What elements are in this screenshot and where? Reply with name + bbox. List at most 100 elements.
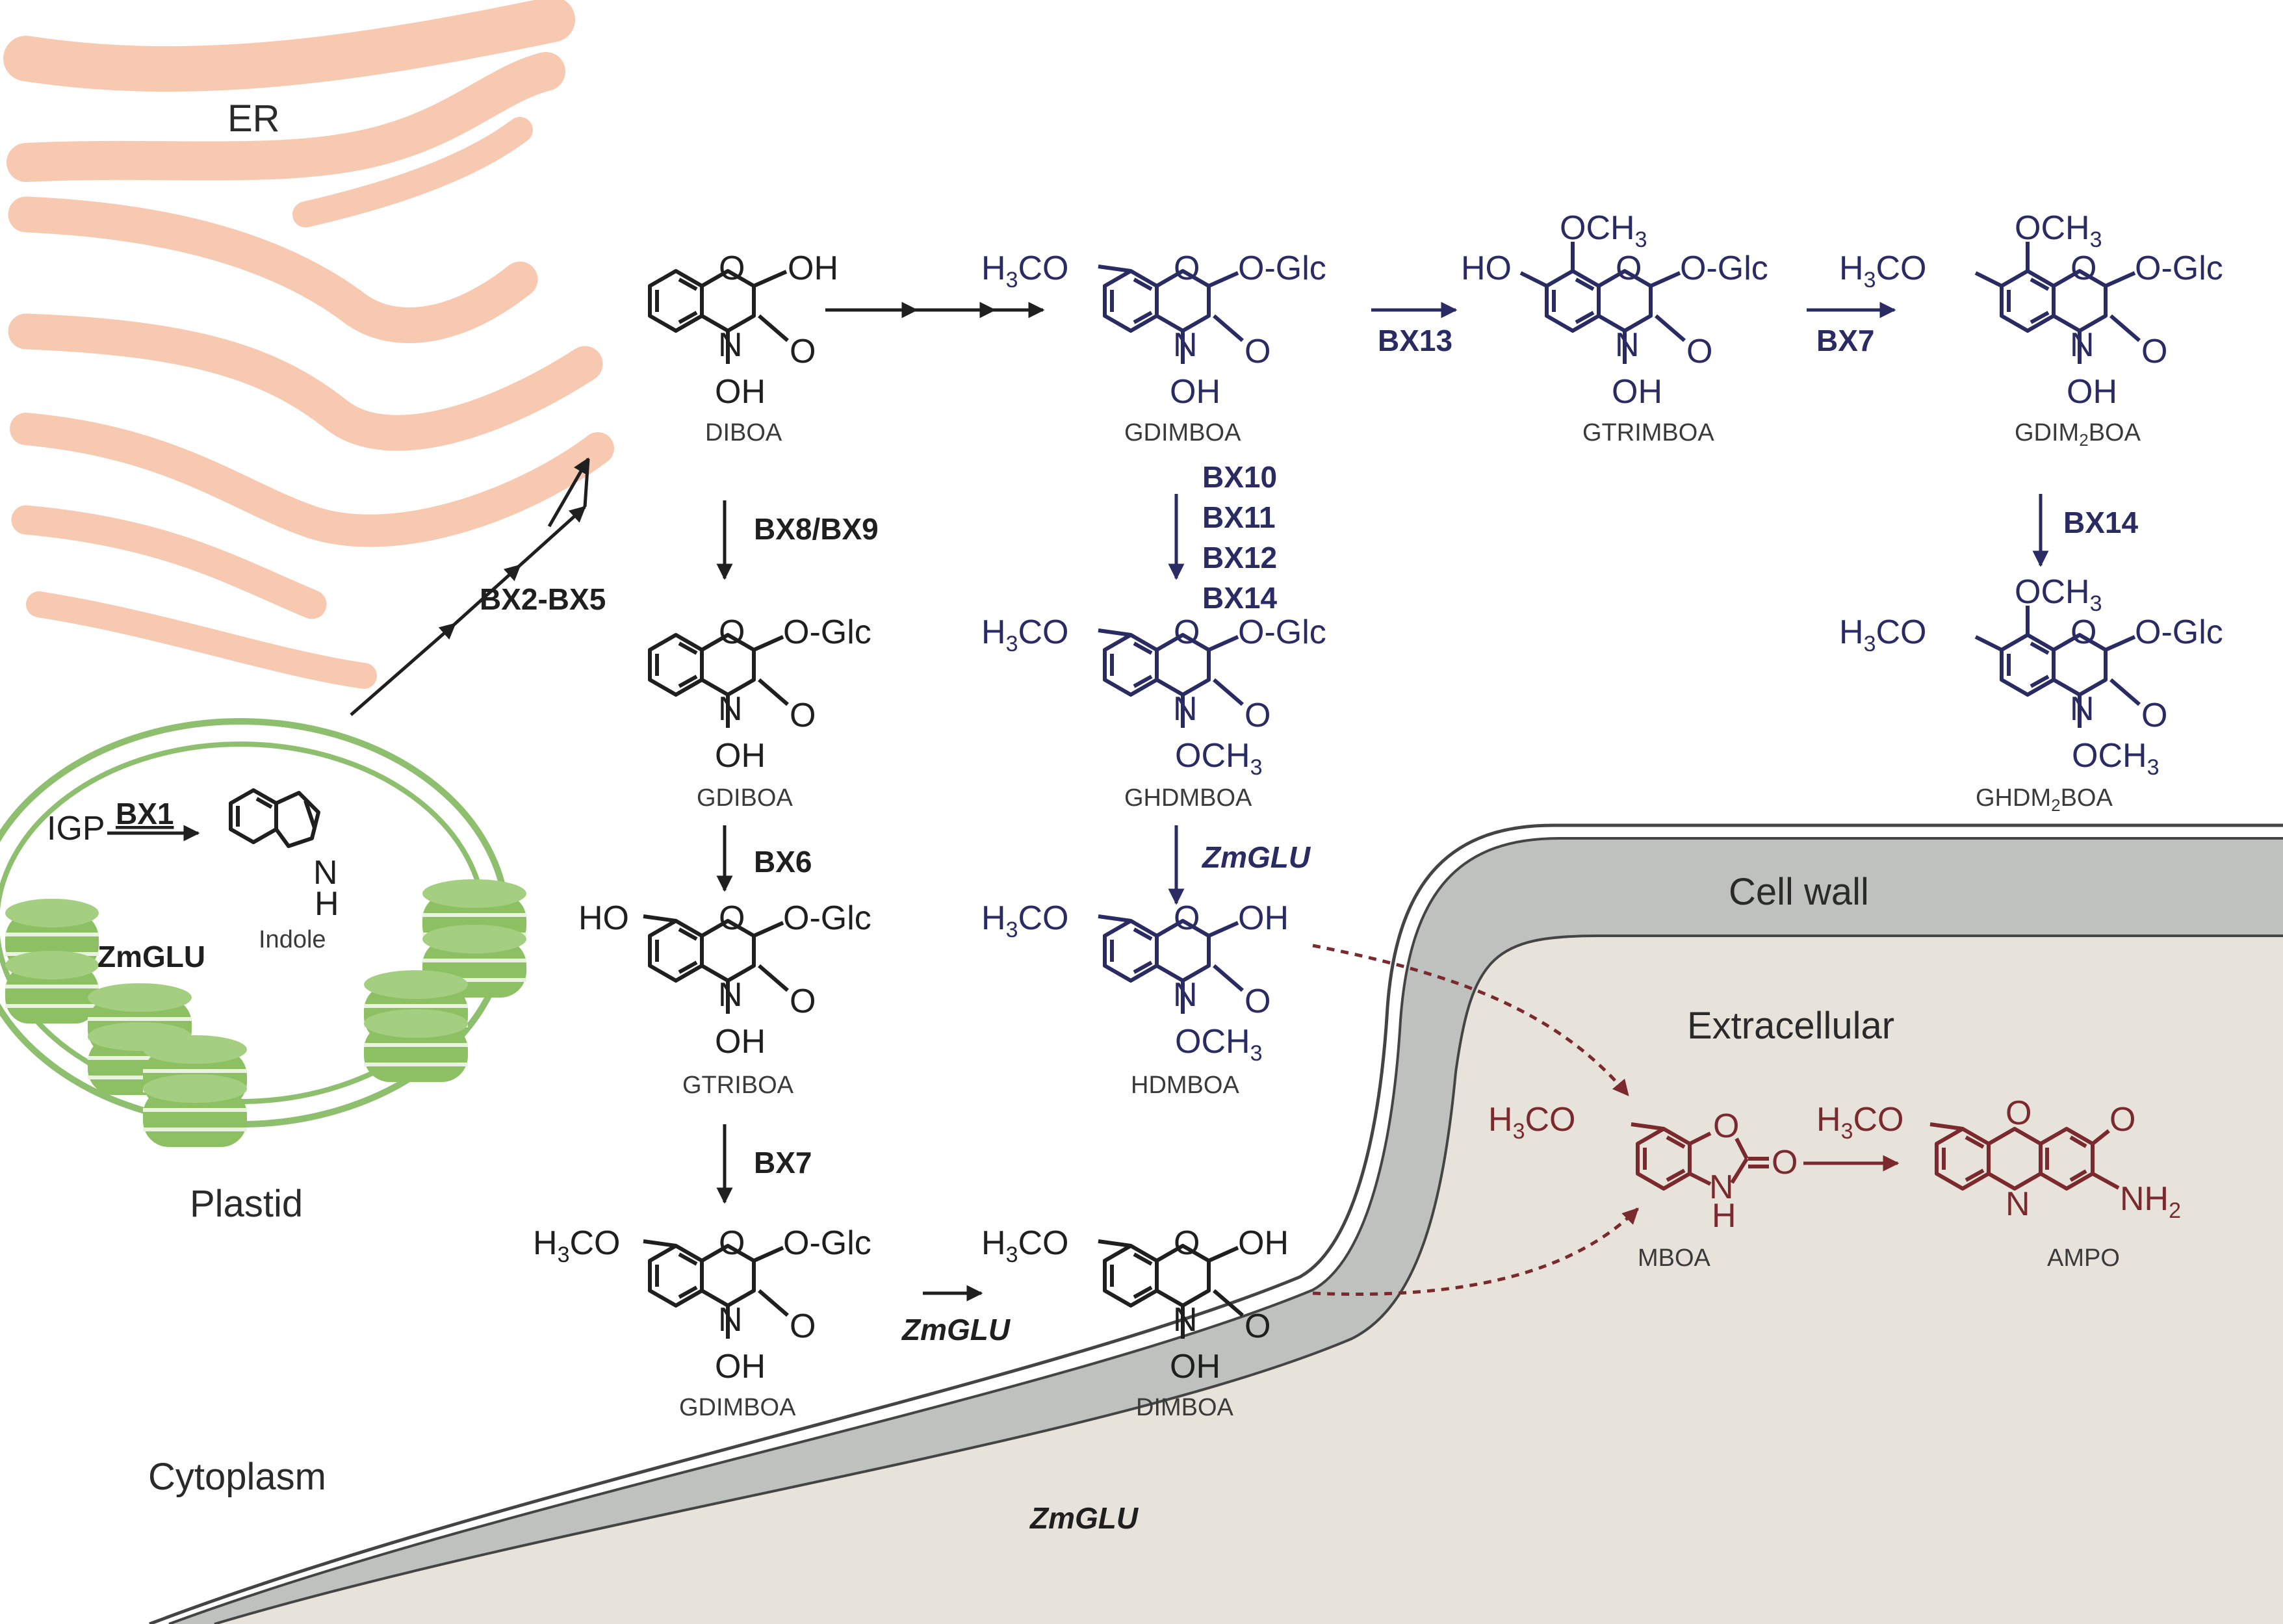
gdimboa-black-o-ring: O (719, 1224, 745, 1262)
bx12-label: BX12 (1202, 541, 1277, 574)
indole-name: Indole (259, 926, 326, 953)
diboa-structure (648, 269, 789, 364)
ghdmboa-o-ring: O (1174, 613, 1200, 651)
bx2-bx5-arrow-2 (454, 564, 521, 625)
diboa-n-atom: N (718, 326, 743, 364)
dimboa-h3co: H3CO (981, 1224, 1069, 1267)
ghdm2boa-n-atom: N (2070, 690, 2095, 728)
ampo-structure (1929, 1122, 2120, 1191)
dimboa-o-carbonyl: O (1245, 1308, 1270, 1345)
igp-label: IGP (47, 810, 105, 847)
diboa-oh-top: OH (788, 250, 838, 287)
mboa-o-ring: O (1713, 1107, 1739, 1145)
ghdmboa-oglc: O-Glc (1238, 613, 1326, 651)
dimboa-n-atom: N (1173, 1301, 1198, 1339)
hdmboa-o-ring: O (1174, 899, 1200, 937)
gdimboa-navy-oglc: O-Glc (1238, 250, 1326, 287)
mboa-n-atom: N (1709, 1168, 1734, 1206)
zmglu-black-label: ZmGLU (901, 1313, 1011, 1347)
gdiboa-name: GDIBOA (697, 784, 793, 812)
gdimboa-black-oh-n: OH (715, 1348, 766, 1386)
gtrimboa-oh-n: OH (1612, 373, 1662, 411)
bx13-label: BX13 (1378, 324, 1452, 357)
hdmboa-name: HDMBOA (1131, 1072, 1239, 1099)
bx14-right-label: BX14 (2063, 506, 2138, 539)
indole-h-atom: H (315, 885, 339, 923)
cell-wall-outer-line (168, 837, 2283, 1624)
ghdmboa-structure (1098, 628, 1244, 728)
gtrimboa-name: GTRIMBOA (1582, 419, 1714, 446)
bx2-bx5-arrow-5 (547, 457, 590, 528)
gdimboa-navy-h3co: H3CO (981, 250, 1069, 292)
gtriboa-name: GTRIBOA (682, 1072, 794, 1099)
gdimboa-navy-oh-n: OH (1170, 373, 1220, 411)
ghdmboa-och3: OCH3 (1175, 737, 1262, 780)
gtriboa-structure (643, 914, 789, 1014)
gtriboa-oglc: O-Glc (783, 899, 871, 937)
ghdm2boa-name: GHDM2BOA (1976, 784, 2113, 815)
cell-wall-inner-line (214, 934, 2283, 1624)
gdimboa-black-name: GDIMBOA (679, 1394, 796, 1421)
mboa-o-carbonyl: O (1772, 1144, 1798, 1181)
dimboa-o-ring: O (1174, 1224, 1200, 1262)
gdim2boa-oh-n: OH (2067, 373, 2117, 411)
gdiboa-n-atom: N (718, 690, 743, 728)
gdimboa-navy-n-atom: N (1173, 326, 1198, 364)
ghdmboa-o-carbonyl: O (1245, 697, 1270, 734)
bx10-label: BX10 (1202, 460, 1277, 494)
gdim2boa-och3: OCH3 (2015, 209, 2102, 252)
gdimboa-black-h3co: H3CO (533, 1224, 621, 1267)
gdimboa-navy-name: GDIMBOA (1124, 419, 1241, 446)
ghdm2boa-structure (1974, 606, 2141, 728)
gdimboa-black-o-carbonyl: O (790, 1308, 816, 1345)
ghdm2boa-o-ring: O (2070, 613, 2096, 651)
dimboa-oh-top: OH (1238, 1224, 1289, 1262)
hdmboa-o-carbonyl: O (1245, 983, 1270, 1020)
gdim2boa-name: GDIM2BOA (2015, 419, 2141, 450)
ghdm2boa-och3-top: OCH3 (2015, 573, 2102, 616)
gdim2boa-oglc: O-Glc (2135, 250, 2223, 287)
indole-n-atom: N (313, 854, 338, 892)
cell-wall (169, 838, 2283, 1624)
ghdmboa-name: GHDMBOA (1124, 784, 1252, 812)
zmglu-navy-label: ZmGLU (1201, 840, 1311, 874)
gdimboa-black-oglc: O-Glc (783, 1224, 871, 1262)
plastid-label: Plastid (190, 1183, 303, 1225)
endoplasmic-reticulum (3, 0, 614, 689)
ampo-nh2: NH2 (2120, 1180, 2181, 1223)
ampo-name: AMPO (2047, 1244, 2120, 1272)
gtriboa-o-ring: O (719, 899, 745, 937)
ampo-o-keto: O (2109, 1101, 2135, 1139)
diboa-o-ring: O (719, 250, 745, 287)
ghdmboa-h3co: H3CO (981, 613, 1069, 656)
extracellular-region (214, 936, 2283, 1624)
gtrimboa-oglc: O-Glc (1680, 250, 1768, 287)
er-label: ER (227, 97, 280, 140)
gdim2boa-n-atom: N (2070, 326, 2095, 364)
cytoplasm-label: Cytoplasm (148, 1456, 326, 1498)
mboa-h3co: H3CO (1488, 1101, 1576, 1144)
extracellular-label: Extracellular (1687, 1005, 1894, 1047)
bx6-label: BX6 (754, 845, 812, 879)
gdimboa-navy-o-ring: O (1174, 250, 1200, 287)
ghdm2boa-o-carbonyl: O (2141, 697, 2167, 734)
dimboa-name: DIMBOA (1136, 1394, 1234, 1421)
dimboa-oh-n: OH (1170, 1348, 1220, 1386)
gdimboa-black-n-atom: N (718, 1301, 743, 1339)
ampo-o-ring: O (2006, 1094, 2031, 1132)
gtrimboa-och3: OCH3 (1560, 209, 1647, 252)
gdiboa-oglc: O-Glc (783, 613, 871, 651)
gdiboa-oh-n: OH (715, 737, 766, 775)
diboa-o-carbonyl: O (790, 333, 816, 370)
dimboa-to-mboa-arrow (1312, 1207, 1639, 1296)
hdmboa-n-atom: N (1173, 976, 1198, 1014)
diboa-name: DIBOA (705, 419, 782, 446)
bx7-navy-label: BX7 (1816, 324, 1874, 357)
hdmboa-och3: OCH3 (1175, 1023, 1262, 1066)
diboa-oh-n: OH (715, 373, 766, 411)
gdimboa-navy-o-carbonyl: O (1245, 333, 1270, 370)
mboa-h-atom: H (1712, 1197, 1736, 1235)
indole-structure (229, 788, 320, 848)
zmglu-wall-label: ZmGLU (1029, 1501, 1139, 1535)
